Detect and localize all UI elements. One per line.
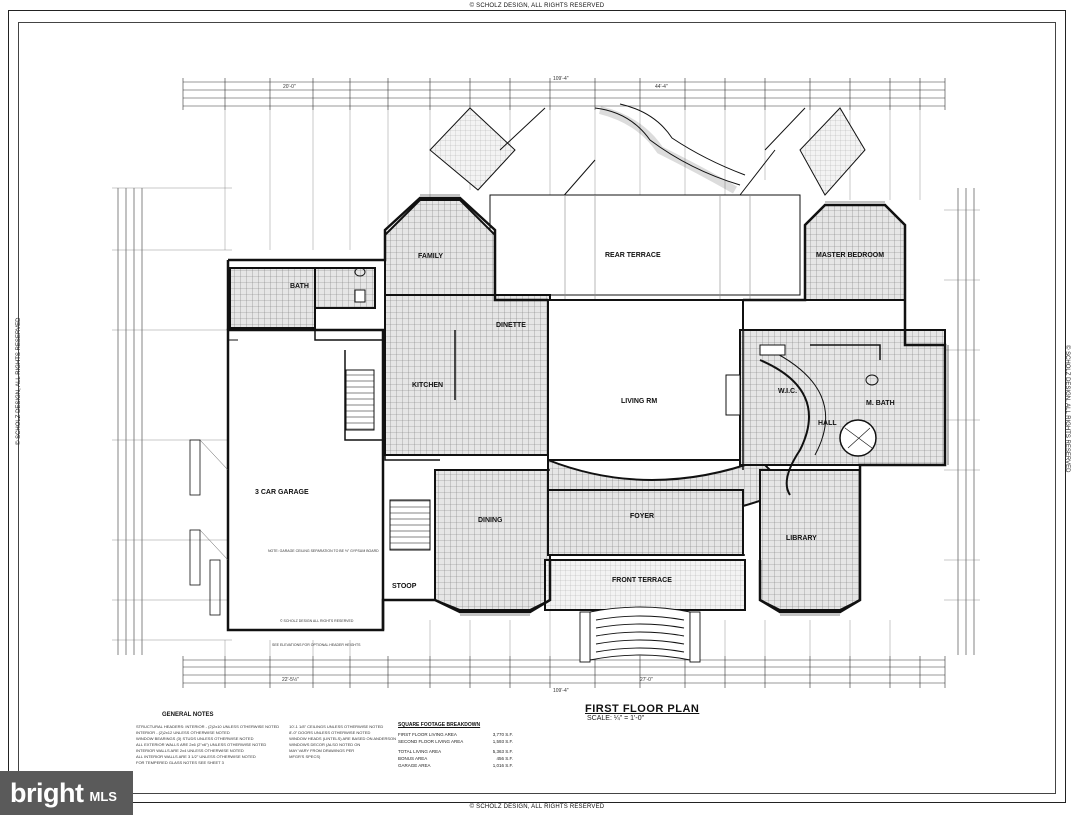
sqft-label: BONUS AREA — [398, 756, 428, 761]
bright-logo-text: bright — [10, 777, 84, 808]
sqft-label: FIRST FLOOR LIVING AREA — [398, 732, 457, 737]
label-front-terrace: FRONT TERRACE — [612, 577, 672, 584]
label-dinette: DINETTE — [496, 322, 526, 329]
dim-top-center: 44'-4" — [655, 84, 668, 90]
note-line: STRUCTURAL HEADERS: INTERIOR - (2)2x10 U… — [136, 724, 280, 729]
dim-top-left: 20'-0" — [283, 84, 296, 90]
label-garage: 3 CAR GARAGE — [255, 489, 309, 496]
sheet-inner-border — [18, 22, 1056, 794]
sqft-value: 5,363 S.F. — [492, 749, 513, 754]
plan-scale: SCALE: ¼" = 1'-0" — [587, 715, 645, 722]
sqft-value: 456 S.F. — [496, 756, 513, 761]
sqft-label: SECOND FLOOR LIVING AREA — [398, 739, 464, 744]
room-labels: FAMILY REAR TERRACE MASTER BEDROOM BATH … — [255, 252, 895, 590]
label-library: LIBRARY — [786, 535, 817, 542]
note-line: MAY VARY FROM DRAWINGS PER — [289, 748, 355, 753]
interior-walls — [314, 268, 945, 600]
label-bath: BATH — [290, 283, 309, 290]
label-m-bath: M. BATH — [866, 400, 895, 407]
label-kitchen: KITCHEN — [412, 382, 443, 389]
dimension-labels: 109'-4" 109'-4" 20'-0" 44'-4" 22'-5½" 27… — [282, 76, 668, 694]
label-dining: DINING — [478, 517, 503, 524]
label-rear-terrace: REAR TERRACE — [605, 252, 661, 259]
general-notes: GENERAL NOTES STRUCTURAL HEADERS: INTERI… — [136, 712, 396, 766]
note-line: 10'-1 1/8" CEILINGS UNLESS OTHERWISE NOT… — [289, 724, 384, 729]
square-footage-heading: SQUARE FOOTAGE BREAKDOWN — [398, 722, 481, 728]
copyright-bottom: © SCHOLZ DESIGN, ALL RIGHTS RESERVED — [469, 804, 605, 810]
note-scholz: © SCHOLZ DESIGN ALL RIGHTS RESERVED — [280, 619, 354, 623]
note-line: WINDOWS DECOR (ALSO NOTED ON — [289, 742, 361, 747]
note-line: 8'-0" DOORS UNLESS OTHERWISE NOTED — [289, 730, 371, 735]
dim-overall-top: 109'-4" — [553, 76, 569, 82]
square-footage-table: SQUARE FOOTAGE BREAKDOWN FIRST FLOOR LIV… — [398, 722, 513, 770]
note-line: ALL INTERIOR WALLS ARE 3 1/2" UNLESS OTH… — [136, 754, 256, 759]
stairs-features — [345, 267, 879, 551]
label-stoop: STOOP — [392, 583, 417, 590]
general-notes-heading: GENERAL NOTES — [162, 712, 214, 718]
sqft-row: SECOND FLOOR LIVING AREA 1,593 S.F. — [398, 739, 513, 746]
tiled-floor-areas — [229, 199, 946, 611]
copyright-top: © SCHOLZ DESIGN, ALL RIGHTS RESERVED — [469, 3, 605, 9]
sqft-label: TOTAL LIVING AREA — [398, 749, 442, 754]
note-line: WINDOW HEADS (LINTELS) ARE BASED ON ANDE… — [289, 736, 397, 741]
front-entry-stairs — [579, 606, 701, 663]
garage-notes: NOTE: GARAGE CEILING SEPARATION TO BE ½"… — [268, 549, 379, 647]
sqft-row: TOTAL LIVING AREA 5,363 S.F. — [398, 749, 513, 756]
sqft-row: BONUS AREA 456 S.F. — [398, 756, 513, 763]
rear-decks — [429, 103, 866, 201]
plan-title-block: FIRST FLOOR PLAN SCALE: ¼" = 1'-0" — [585, 703, 699, 722]
note-line: WINDOW BEARINGS (3) STUDS UNLESS OTHERWI… — [136, 736, 254, 741]
label-wic: W.I.C. — [778, 388, 797, 395]
dimension-lines — [112, 78, 980, 688]
sqft-value: 1,016 S.F. — [492, 763, 513, 768]
note-line: INTERIOR WALLS ARE 2x4 UNLESS OTHERWISE … — [136, 748, 244, 753]
label-hall: HALL — [818, 420, 837, 427]
label-foyer: FOYER — [630, 513, 654, 520]
mls-logo-text: MLS — [89, 788, 117, 804]
dim-overall-bottom: 109'-4" — [553, 688, 569, 694]
sqft-value: 1,593 S.F. — [492, 739, 513, 744]
plan-title: FIRST FLOOR PLAN — [585, 703, 700, 715]
note-elevations: SEE ELEVATIONS FOR OPTIONAL HEADER HEIGH… — [272, 643, 361, 647]
sqft-label: GARAGE AREA — [398, 763, 431, 768]
general-notes-left: STRUCTURAL HEADERS: INTERIOR - (2)2x10 U… — [136, 724, 279, 766]
general-notes-right: 10'-1 1/8" CEILINGS UNLESS OTHERWISE NOT… — [289, 724, 396, 766]
note-line: MFGR'S SPECS) — [289, 754, 321, 759]
sheet-border — [8, 10, 1066, 803]
note-line: FOR TEMPERED GLASS NOTES SEE SHEET 3 — [136, 760, 224, 765]
label-living-rm: LIVING RM — [621, 398, 657, 405]
sqft-row: FIRST FLOOR LIVING AREA 3,770 S.F. — [398, 732, 513, 739]
label-master-bedroom: MASTER BEDROOM — [816, 252, 884, 259]
note-garage-ceiling: NOTE: GARAGE CEILING SEPARATION TO BE ½"… — [268, 549, 379, 553]
sqft-row: GARAGE AREA 1,016 S.F. — [398, 763, 513, 770]
label-family: FAMILY — [418, 253, 443, 260]
dim-bottom-center: 27'-0" — [640, 677, 653, 683]
note-line: INTERIOR - (2)2x12 UNLESS OTHERWISE NOTE… — [136, 730, 230, 735]
note-line: ALL EXTERIOR WALLS ARE 2x6 (2"x6") UNLES… — [136, 742, 267, 747]
sqft-value: 3,770 S.F. — [492, 732, 513, 737]
window-marks — [420, 194, 949, 616]
dim-garage-width: 22'-5½" — [282, 676, 299, 683]
bright-mls-watermark: bright MLS — [0, 771, 133, 815]
rear-terrace-area — [489, 194, 801, 296]
